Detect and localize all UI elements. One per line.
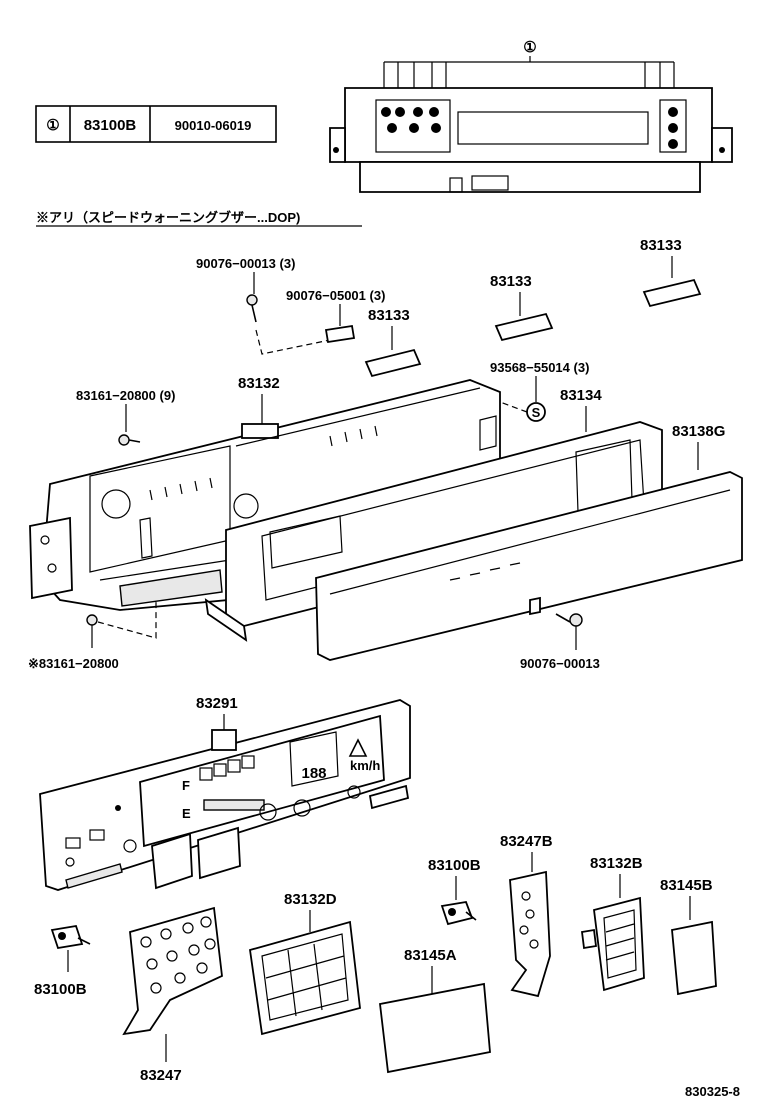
display-digits: 188 — [301, 765, 326, 782]
label-83291: 83291 — [196, 695, 238, 712]
reflector-plate-83247 — [122, 906, 223, 1062]
label-83133-c: 83133 — [640, 237, 682, 254]
part-83133-a — [364, 348, 422, 378]
label-90076-05001-3: 90076−05001 (3) — [286, 288, 385, 303]
bulb-socket-83100b-left — [50, 924, 91, 972]
ref-part-90010: 90010-06019 — [175, 118, 252, 133]
label-83247: 83247 — [140, 1067, 182, 1084]
sheet-83145b — [671, 920, 717, 996]
fuel-e-mark: E — [182, 806, 191, 821]
warning-triangle-icon — [348, 738, 368, 757]
label-83145b: 83145B — [660, 877, 713, 894]
label-83145a: 83145A — [404, 947, 457, 964]
reference-table: ① 83100B 90010-06019 — [35, 105, 277, 143]
label-83132d: 83132D — [284, 891, 337, 908]
ref-part-83100b: 83100B — [84, 117, 137, 134]
screw-upper — [246, 294, 258, 323]
display-unit: km/h — [350, 758, 380, 773]
screw-83161 — [118, 434, 141, 446]
ref-marker: ① — [46, 117, 59, 134]
screw-s-letter: S — [532, 405, 541, 420]
label-90076-00013: 90076−00013 — [520, 656, 600, 671]
label-90076-00013-3: 90076−00013 (3) — [196, 256, 295, 271]
label-83100b-mid: 83100B — [428, 857, 481, 874]
part-83133-b — [494, 312, 554, 342]
label-83132b: 83132B — [590, 855, 643, 872]
label-83132: 83132 — [238, 375, 280, 392]
part-83133-c — [642, 278, 702, 308]
diagram-code: 830325-8 — [685, 1084, 740, 1099]
clip-90076-05001 — [324, 324, 356, 344]
bulb-socket-83100b-mid — [440, 900, 477, 926]
label-83161-20800-note: ※83161−20800 — [28, 656, 119, 671]
reflector-plate-83247b — [509, 870, 551, 998]
label-83161-20800-9: 83161−20800 (9) — [76, 388, 175, 403]
label-83133-a: 83133 — [368, 307, 410, 324]
meter-case-83132 — [29, 379, 501, 611]
screw-83161-lower — [86, 614, 98, 648]
sheet-83145a — [379, 982, 491, 1074]
label-83134: 83134 — [560, 387, 602, 404]
housing-83132b — [580, 896, 645, 992]
label-83133-b: 83133 — [490, 273, 532, 290]
housing-83132d — [248, 920, 361, 1036]
screw-90076-00013 — [555, 613, 583, 650]
screw-s: S — [526, 402, 546, 422]
meter-back-view: ① — [329, 39, 733, 193]
circuit-board-83291: 188 km/h F E — [39, 699, 411, 891]
fuel-f-mark: F — [182, 778, 190, 793]
label-83138g: 83138G — [672, 423, 725, 440]
top-marker: ① — [523, 39, 536, 56]
option-note: ※アリ（スピードウォーニングブザー...DOP) — [36, 210, 300, 225]
label-83247b: 83247B — [500, 833, 553, 850]
plate-83138g — [315, 471, 743, 661]
label-93568-55014-3: 93568−55014 (3) — [490, 360, 589, 375]
label-83100b-left: 83100B — [34, 981, 87, 998]
